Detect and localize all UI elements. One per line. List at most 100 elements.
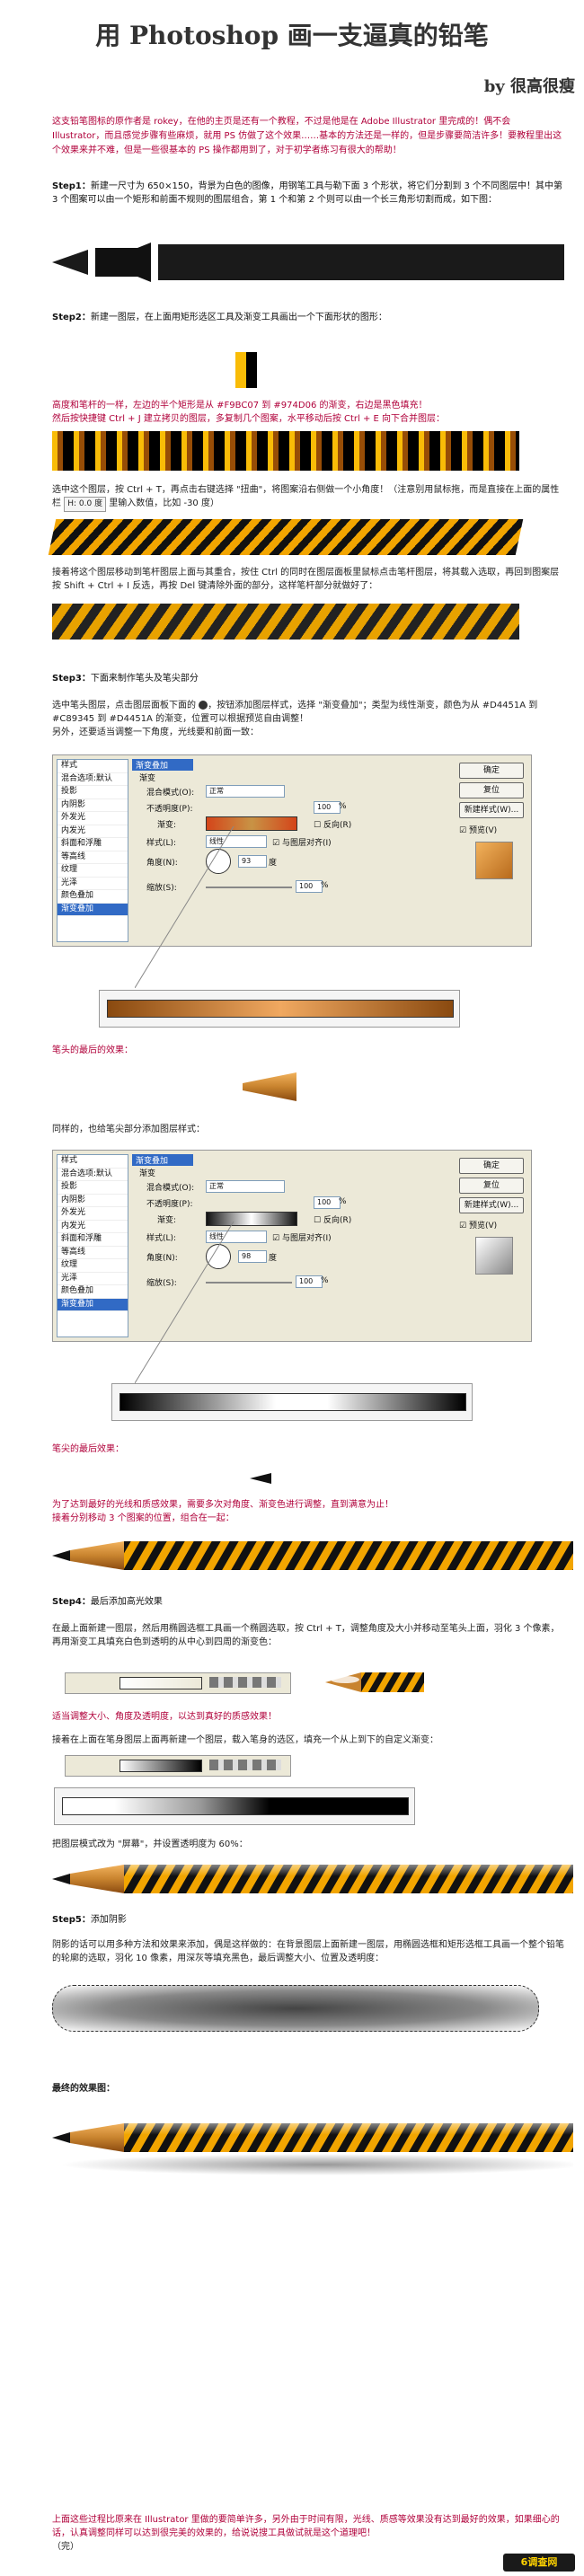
align-checkbox[interactable]: ☑ 与图层对齐(I) — [272, 839, 332, 848]
pencil-tip-result — [250, 1473, 271, 1484]
style-list-item[interactable]: 颜色叠加 — [58, 1285, 128, 1299]
style-list-item[interactable]: 混合选项:默认 — [58, 773, 128, 786]
opacity-label: 不透明度(P): — [146, 805, 193, 814]
gradient-swatch[interactable] — [206, 816, 297, 831]
fx-icon — [199, 701, 208, 710]
step2-text1: Step2：新建一图层，在上面用矩形选区工具及渐变工具画出一个下面形状的图形： — [52, 313, 387, 322]
opacity-input[interactable]: 100 — [314, 801, 341, 814]
style-list-item-gradient-overlay[interactable]: 渐变叠加 — [58, 903, 128, 916]
style-list-item[interactable]: 等高线 — [58, 851, 128, 864]
preview-checkbox[interactable]: ☑ 预览(V) — [459, 1222, 498, 1231]
scale-slider[interactable] — [206, 887, 292, 888]
blend-select[interactable]: 正常 — [206, 1180, 285, 1193]
preview-checkbox[interactable]: ☑ 预览(V) — [459, 826, 498, 835]
style-list-item[interactable]: 光泽 — [58, 1273, 128, 1285]
style-list: 样式 混合选项:默认 投影 内阴影 外发光 内发光 斜面和浮雕 等高线 纹理 光… — [57, 759, 128, 942]
deg-unit: 度 — [269, 859, 278, 868]
style-list-item[interactable]: 斜面和浮雕 — [58, 1233, 128, 1247]
angle-dial[interactable] — [206, 1244, 231, 1269]
step4-text4: 把图层模式改为 "屏幕"，并设置透明度为 60%： — [52, 1839, 248, 1849]
gradient-picker[interactable] — [119, 1760, 202, 1772]
gradient-editor-3 — [54, 1787, 415, 1825]
gradient-swatch[interactable] — [206, 1212, 297, 1226]
scale-input[interactable]: 100 — [296, 1275, 323, 1288]
intro-text: 这支铅笔图标的原作者是 rokey，在他的主页是还有一个教程，不过是他是在 Ad… — [52, 117, 562, 155]
step1-label: Step1： — [52, 181, 91, 191]
style-list-item-gradient-overlay[interactable]: 渐变叠加 — [58, 1298, 128, 1311]
angle-dial[interactable] — [206, 849, 231, 874]
gradient-toolbar-2 — [65, 1755, 291, 1777]
step4-text0: Step4：最后添加高光效果 — [52, 1597, 163, 1607]
new-style-button[interactable]: 新建样式(W)... — [459, 1197, 524, 1213]
scale-slider[interactable] — [206, 1282, 292, 1284]
result1-label: 笔头的最后的效果： — [52, 1045, 133, 1055]
preview-swatch — [475, 842, 513, 879]
style-list-item[interactable]: 光泽 — [58, 878, 128, 890]
end-mark: （完） — [52, 2542, 79, 2552]
angle-input[interactable]: 93 — [238, 855, 267, 868]
style-list-item[interactable]: 颜色叠加 — [58, 890, 128, 904]
style-list-item[interactable]: 外发光 — [58, 812, 128, 825]
style-list-item[interactable]: 纹理 — [58, 1259, 128, 1273]
pct-unit: % — [321, 1276, 329, 1285]
gradient-editor-bar[interactable] — [119, 1393, 466, 1411]
gradient-type-buttons[interactable] — [209, 1677, 281, 1688]
ok-button[interactable]: 确定 — [459, 1158, 524, 1174]
blend-select[interactable]: 正常 — [206, 785, 285, 798]
gradient-editor-bar[interactable] — [107, 1000, 454, 1018]
h-field[interactable]: H: 0.0 度 — [64, 497, 107, 512]
result2-label: 笔尖的最后效果： — [52, 1444, 124, 1454]
gradient-toolbar — [65, 1672, 291, 1694]
blend-label: 混合模式(O): — [146, 789, 195, 798]
step3-text4: 为了达到最好的光线和质感效果，需要多次对角度、渐变色进行调整，直到满意为止！ — [52, 1500, 394, 1510]
step3-text5: 接着分别移动 3 个图案的位置，组合在一起： — [52, 1513, 234, 1523]
stripe-strip — [52, 431, 519, 471]
step4-text1: 在最上面新建一图层，然后用椭圆选框工具画一个椭圆选取，按 Ctrl + T，调整… — [52, 1624, 560, 1647]
style-list-item[interactable]: 内阴影 — [58, 1195, 128, 1207]
reset-button[interactable]: 复位 — [459, 1178, 524, 1194]
style-list-item[interactable]: 内阴影 — [58, 799, 128, 812]
align-checkbox[interactable]: ☑ 与图层对齐(I) — [272, 1234, 332, 1243]
style-list-item[interactable]: 内发光 — [58, 825, 128, 838]
pencil-head-result — [243, 1072, 296, 1101]
style-list-item[interactable]: 内发光 — [58, 1221, 128, 1233]
style-list-item[interactable]: 纹理 — [58, 864, 128, 878]
step5-text1: 阴影的话可以用多种方法和效果来添加，偶是这样做的：在背景图层上面新建一图层，用椭… — [52, 1940, 564, 1963]
style-list-item[interactable]: 斜面和浮雕 — [58, 838, 128, 851]
scale-input[interactable]: 100 — [296, 880, 323, 893]
opacity-input[interactable]: 100 — [314, 1196, 341, 1209]
style-list-item[interactable]: 外发光 — [58, 1207, 128, 1221]
style-select[interactable]: 线性 — [206, 835, 267, 848]
new-style-button[interactable]: 新建样式(W)... — [459, 802, 524, 818]
gradient-type-buttons[interactable] — [209, 1760, 281, 1770]
reverse-checkbox[interactable]: ☐ 反向(R) — [314, 821, 352, 830]
step2-label: Step2： — [52, 313, 91, 322]
style-list-item[interactable]: 等高线 — [58, 1247, 128, 1259]
pct-unit: % — [339, 802, 347, 811]
style-list-item[interactable]: 投影 — [58, 1181, 128, 1195]
shadow-selection — [52, 1985, 539, 2032]
step3-text0: Step3：下面来制作笔头及笔尖部分 — [52, 674, 199, 684]
gradient-picker[interactable] — [119, 1677, 202, 1689]
reset-button[interactable]: 复位 — [459, 782, 524, 798]
final-label: 最终的效果图： — [52, 2084, 115, 2094]
style-list-item[interactable]: 投影 — [58, 786, 128, 799]
gradient-editor-bar[interactable] — [62, 1797, 409, 1815]
style-label: 样式(L): — [146, 1234, 177, 1243]
page-title: 用 Photoshop 画一支逼真的铅笔 — [95, 21, 489, 50]
style-list-item[interactable]: 混合选项:默认 — [58, 1169, 128, 1181]
pencil-tip-shape — [52, 250, 88, 275]
step2-text4: 选中这个图层，按 Ctrl + T，再点击右键选择 "扭曲"，将图案沿右侧做一个… — [52, 483, 564, 512]
panel-subheader: 渐变 — [139, 1169, 156, 1178]
site-logo: 6调查网 — [503, 2554, 575, 2572]
style-list-item[interactable]: 样式 — [58, 760, 128, 773]
style-list-item[interactable]: 样式 — [58, 1155, 128, 1169]
step2-text3: 然后按快捷键 Ctrl + J 建立拷贝的图层，多复制几个图案，水平移动后按 C… — [52, 414, 446, 424]
pencil-body-striped — [52, 604, 519, 640]
step4-text3: 接着在上面在笔身图层上面再新建一个图层，载入笔身的选区，填充一个从上到下的自定义… — [52, 1735, 438, 1745]
reverse-checkbox[interactable]: ☐ 反向(R) — [314, 1216, 352, 1225]
style-select[interactable]: 线性 — [206, 1231, 267, 1243]
angle-input[interactable]: 98 — [238, 1250, 267, 1263]
ok-button[interactable]: 确定 — [459, 763, 524, 779]
step3-label: Step3： — [52, 674, 91, 684]
